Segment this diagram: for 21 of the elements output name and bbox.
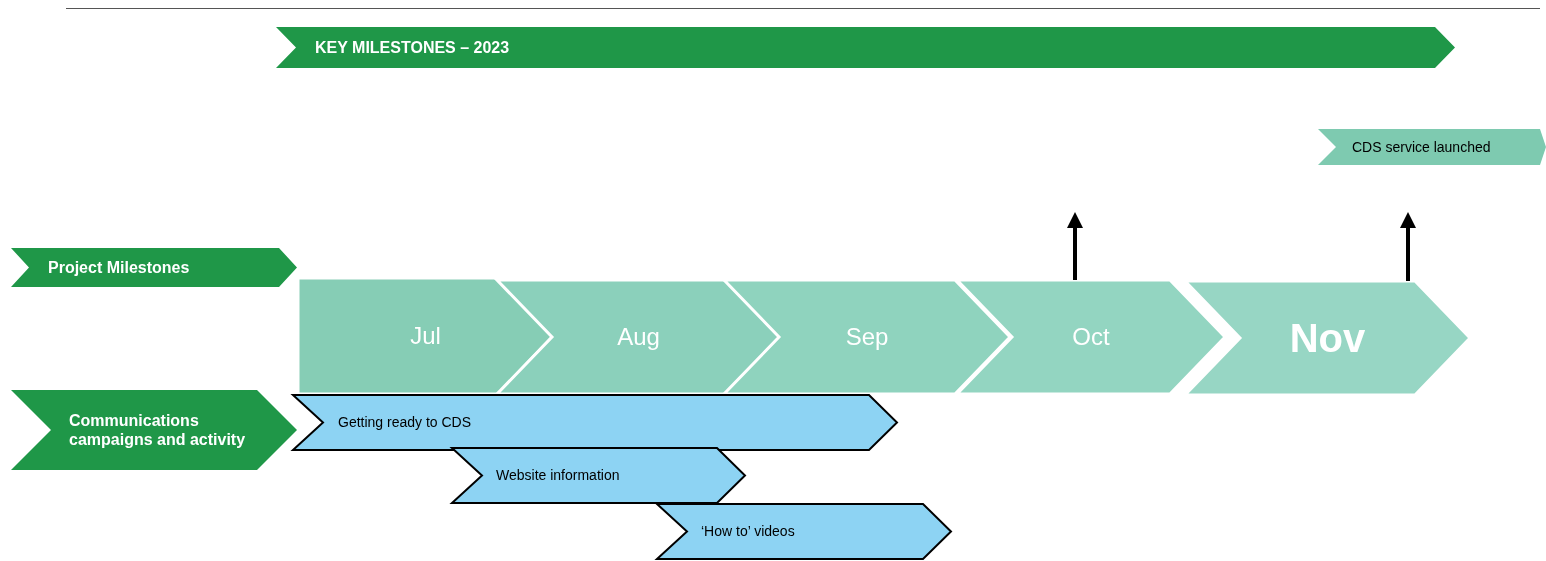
chevron-banner — [11, 248, 297, 287]
chevron-banner — [293, 395, 897, 450]
banner-label: Sep — [845, 322, 889, 352]
chevron-banner — [452, 448, 745, 503]
chevron-banner — [276, 27, 1455, 68]
chevron-banner — [11, 390, 297, 470]
arrow — [1067, 212, 1083, 280]
banner-label: Getting ready to CDS — [338, 414, 472, 431]
banner-label: CDS service launched — [1352, 138, 1491, 156]
banner-label: Oct — [1072, 322, 1110, 352]
banner-label: KEY MILESTONES – 2023 — [315, 37, 510, 58]
banner-label: Aug — [617, 322, 660, 352]
chevron-banner — [657, 504, 951, 559]
banner-label: Nov — [1289, 315, 1366, 362]
banner-label: Website information — [496, 467, 620, 484]
banner-label: Communications campaigns and activity — [69, 410, 247, 450]
chevron-banner — [724, 280, 1010, 394]
chevron-banner — [1318, 129, 1546, 165]
banner-label: ‘How to’ videos — [701, 523, 795, 540]
banner-label: Project Milestones — [48, 257, 190, 278]
arrow — [1400, 212, 1416, 281]
